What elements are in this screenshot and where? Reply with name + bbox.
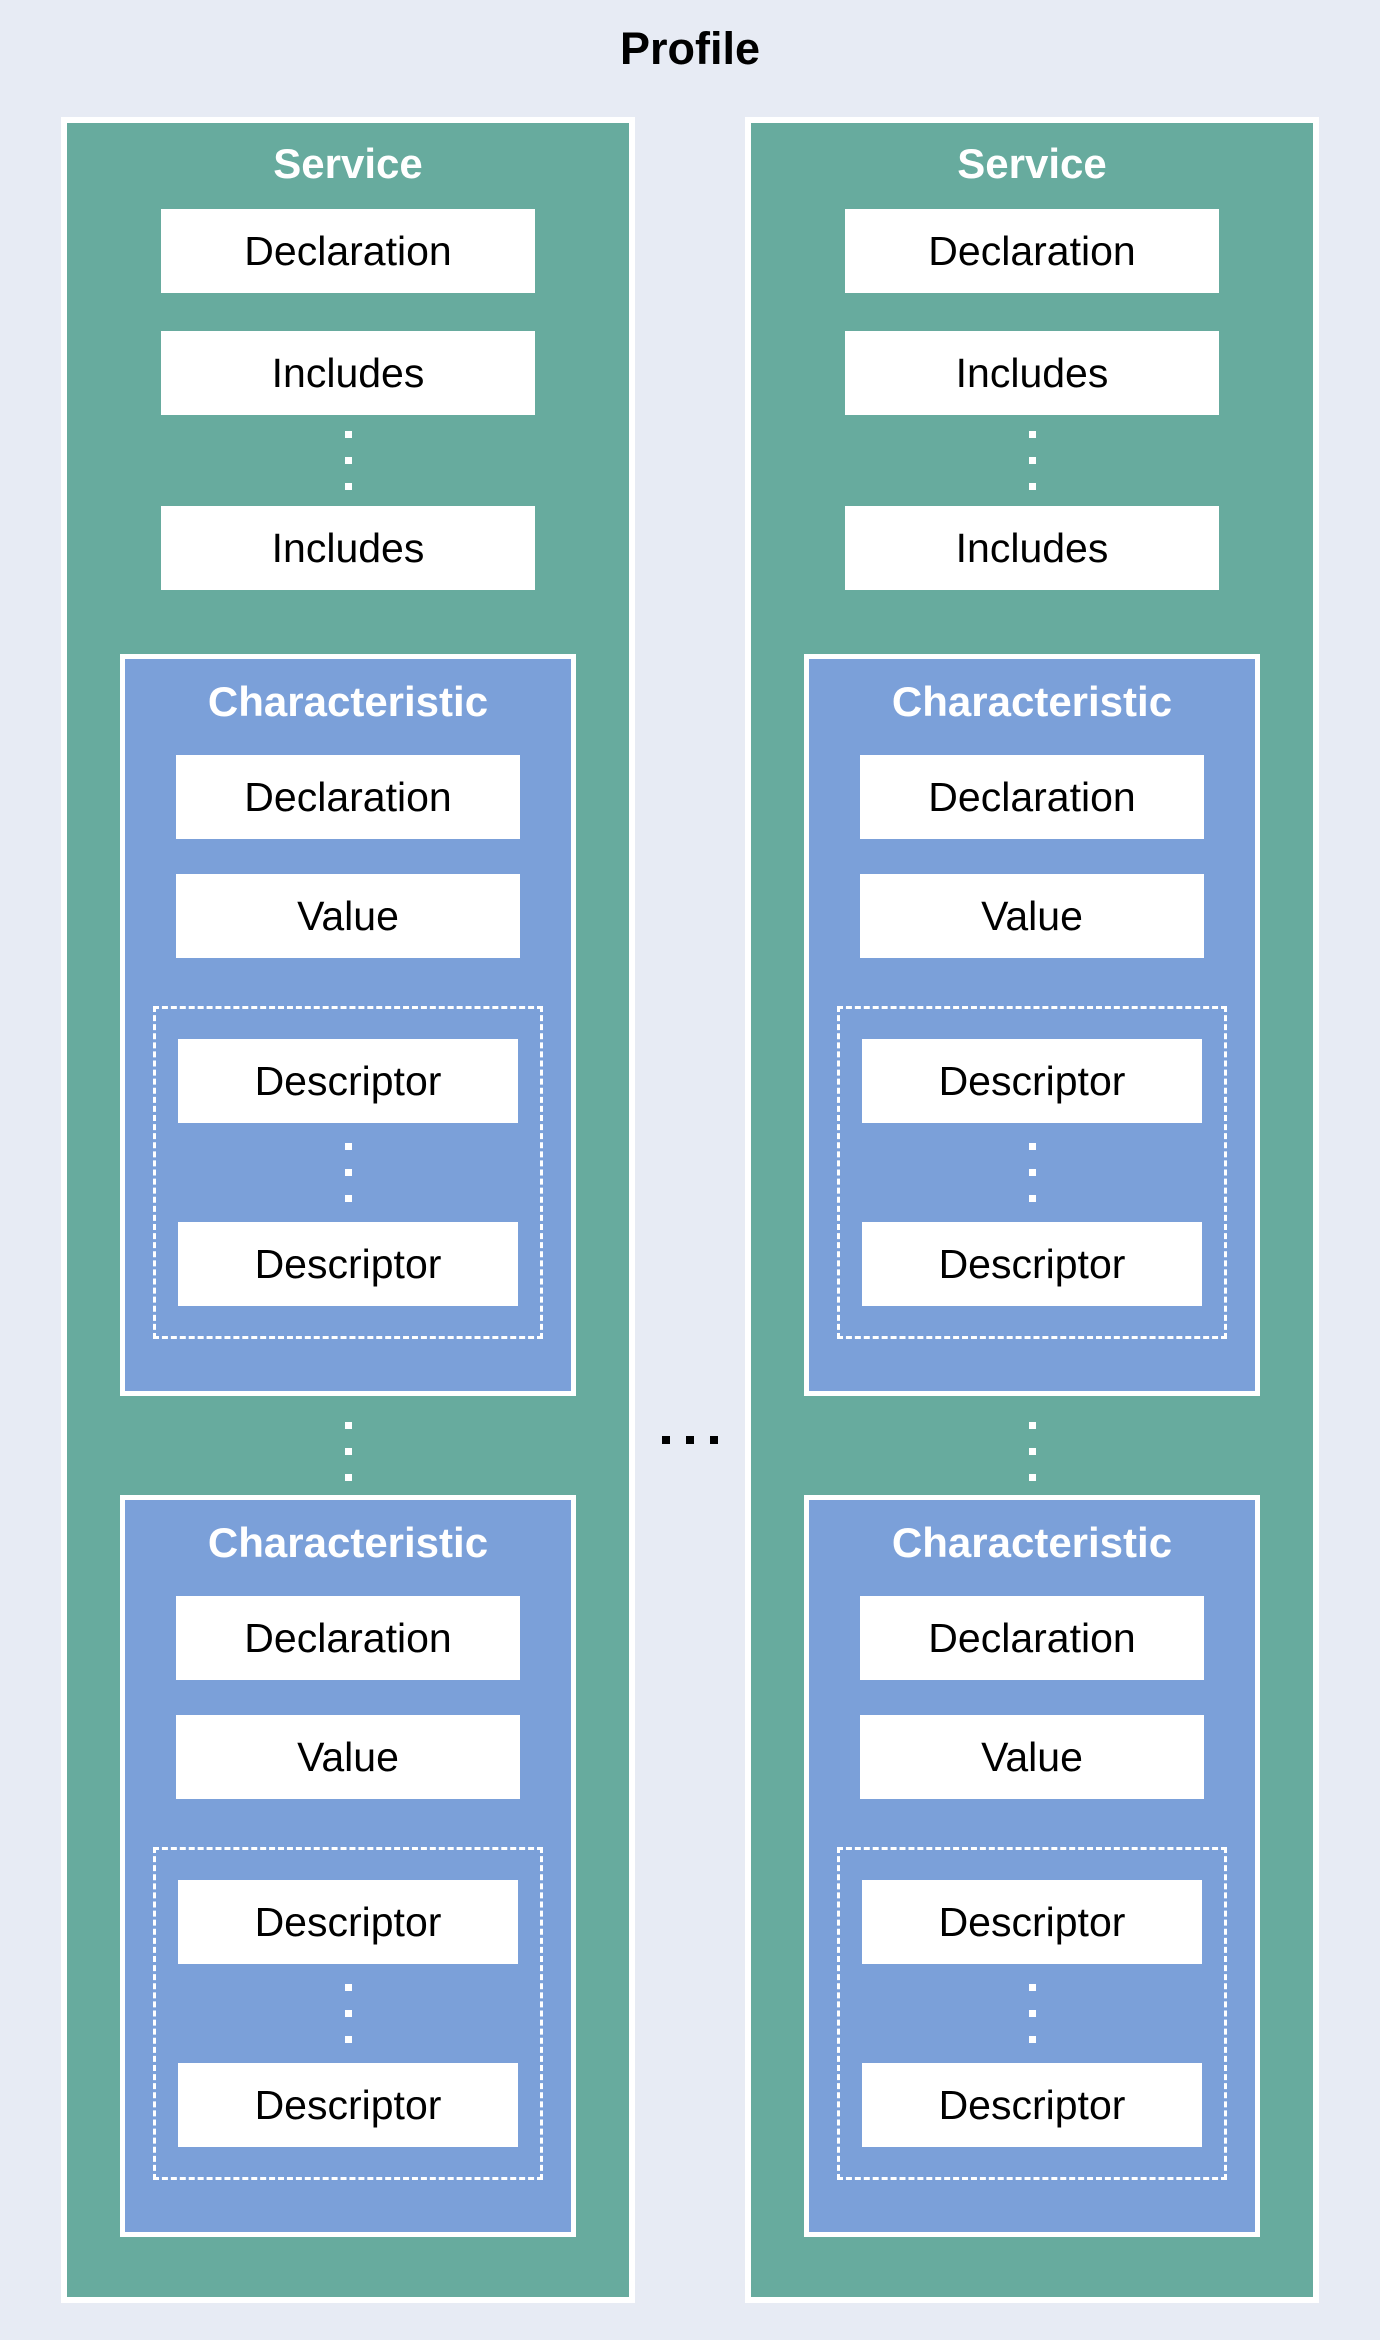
dot	[1028, 457, 1036, 464]
dot	[344, 1474, 352, 1481]
dot	[1028, 1143, 1036, 1150]
horizontal-ellipsis-icon	[0, 1436, 1380, 1444]
characteristic-value-box: Value	[860, 1715, 1204, 1799]
service-title: Service	[957, 140, 1107, 187]
dot	[344, 2036, 352, 2043]
dot	[1028, 483, 1036, 490]
dot	[344, 1143, 352, 1150]
dot	[1028, 1169, 1036, 1176]
vertical-ellipsis-icon	[1028, 1984, 1036, 2043]
characteristic-declaration-box: Declaration	[176, 1596, 520, 1680]
characteristic-declaration-box: Declaration	[860, 755, 1204, 839]
characteristic-block: Characteristic Declaration Value Descrip…	[120, 654, 576, 1396]
includes-box: Includes	[845, 506, 1219, 590]
service-title: Service	[273, 140, 423, 187]
dot	[344, 1984, 352, 1991]
vertical-ellipsis-icon	[344, 1143, 352, 1202]
dot	[662, 1436, 670, 1444]
includes-box: Includes	[161, 506, 535, 590]
dot	[344, 1195, 352, 1202]
service-declaration-box: Declaration	[161, 209, 535, 293]
dot	[344, 457, 352, 464]
dot	[344, 1169, 352, 1176]
descriptor-group: Descriptor Descriptor	[837, 1006, 1227, 1339]
characteristic-declaration-box: Declaration	[860, 1596, 1204, 1680]
descriptor-group: Descriptor Descriptor	[153, 1006, 543, 1339]
dot	[344, 2010, 352, 2017]
descriptor-box: Descriptor	[862, 1039, 1202, 1123]
service-block: Service Declaration Includes Includes Ch…	[745, 117, 1319, 2303]
includes-box: Includes	[161, 331, 535, 415]
descriptor-box: Descriptor	[178, 1039, 518, 1123]
vertical-ellipsis-icon	[1028, 431, 1036, 490]
characteristic-block: Characteristic Declaration Value Descrip…	[804, 1495, 1260, 2237]
descriptor-box: Descriptor	[178, 2063, 518, 2147]
dot	[1028, 431, 1036, 438]
characteristic-declaration-box: Declaration	[176, 755, 520, 839]
descriptor-box: Descriptor	[862, 2063, 1202, 2147]
vertical-ellipsis-icon	[344, 431, 352, 490]
descriptor-group: Descriptor Descriptor	[153, 1847, 543, 2180]
characteristic-value-box: Value	[176, 874, 520, 958]
dot	[1028, 1984, 1036, 1991]
service-block: Service Declaration Includes Includes Ch…	[61, 117, 635, 2303]
characteristic-value-box: Value	[860, 874, 1204, 958]
dot	[1028, 2036, 1036, 2043]
vertical-ellipsis-icon	[344, 1984, 352, 2043]
descriptor-box: Descriptor	[862, 1222, 1202, 1306]
dot	[344, 483, 352, 490]
characteristic-title: Characteristic	[891, 1519, 1173, 1566]
dot	[1028, 1422, 1036, 1429]
dot	[1028, 1195, 1036, 1202]
page-title: Profile	[619, 23, 761, 74]
vertical-ellipsis-icon	[1028, 1422, 1036, 1481]
service-declaration-box: Declaration	[845, 209, 1219, 293]
vertical-ellipsis-icon	[344, 1422, 352, 1481]
vertical-ellipsis-icon	[1028, 1143, 1036, 1202]
characteristic-title: Characteristic	[207, 678, 489, 725]
characteristic-block: Characteristic Declaration Value Descrip…	[804, 654, 1260, 1396]
characteristic-block: Characteristic Declaration Value Descrip…	[120, 1495, 576, 2237]
characteristic-title: Characteristic	[207, 1519, 489, 1566]
dot	[1028, 1474, 1036, 1481]
dot	[686, 1436, 694, 1444]
characteristic-value-box: Value	[176, 1715, 520, 1799]
dot	[1028, 1448, 1036, 1455]
descriptor-box: Descriptor	[862, 1880, 1202, 1964]
dot	[1028, 2010, 1036, 2017]
characteristic-title: Characteristic	[891, 678, 1173, 725]
descriptor-group: Descriptor Descriptor	[837, 1847, 1227, 2180]
includes-box: Includes	[845, 331, 1219, 415]
descriptor-box: Descriptor	[178, 1222, 518, 1306]
dot	[344, 1448, 352, 1455]
dot	[344, 1422, 352, 1429]
descriptor-box: Descriptor	[178, 1880, 518, 1964]
dot	[710, 1436, 718, 1444]
dot	[344, 431, 352, 438]
